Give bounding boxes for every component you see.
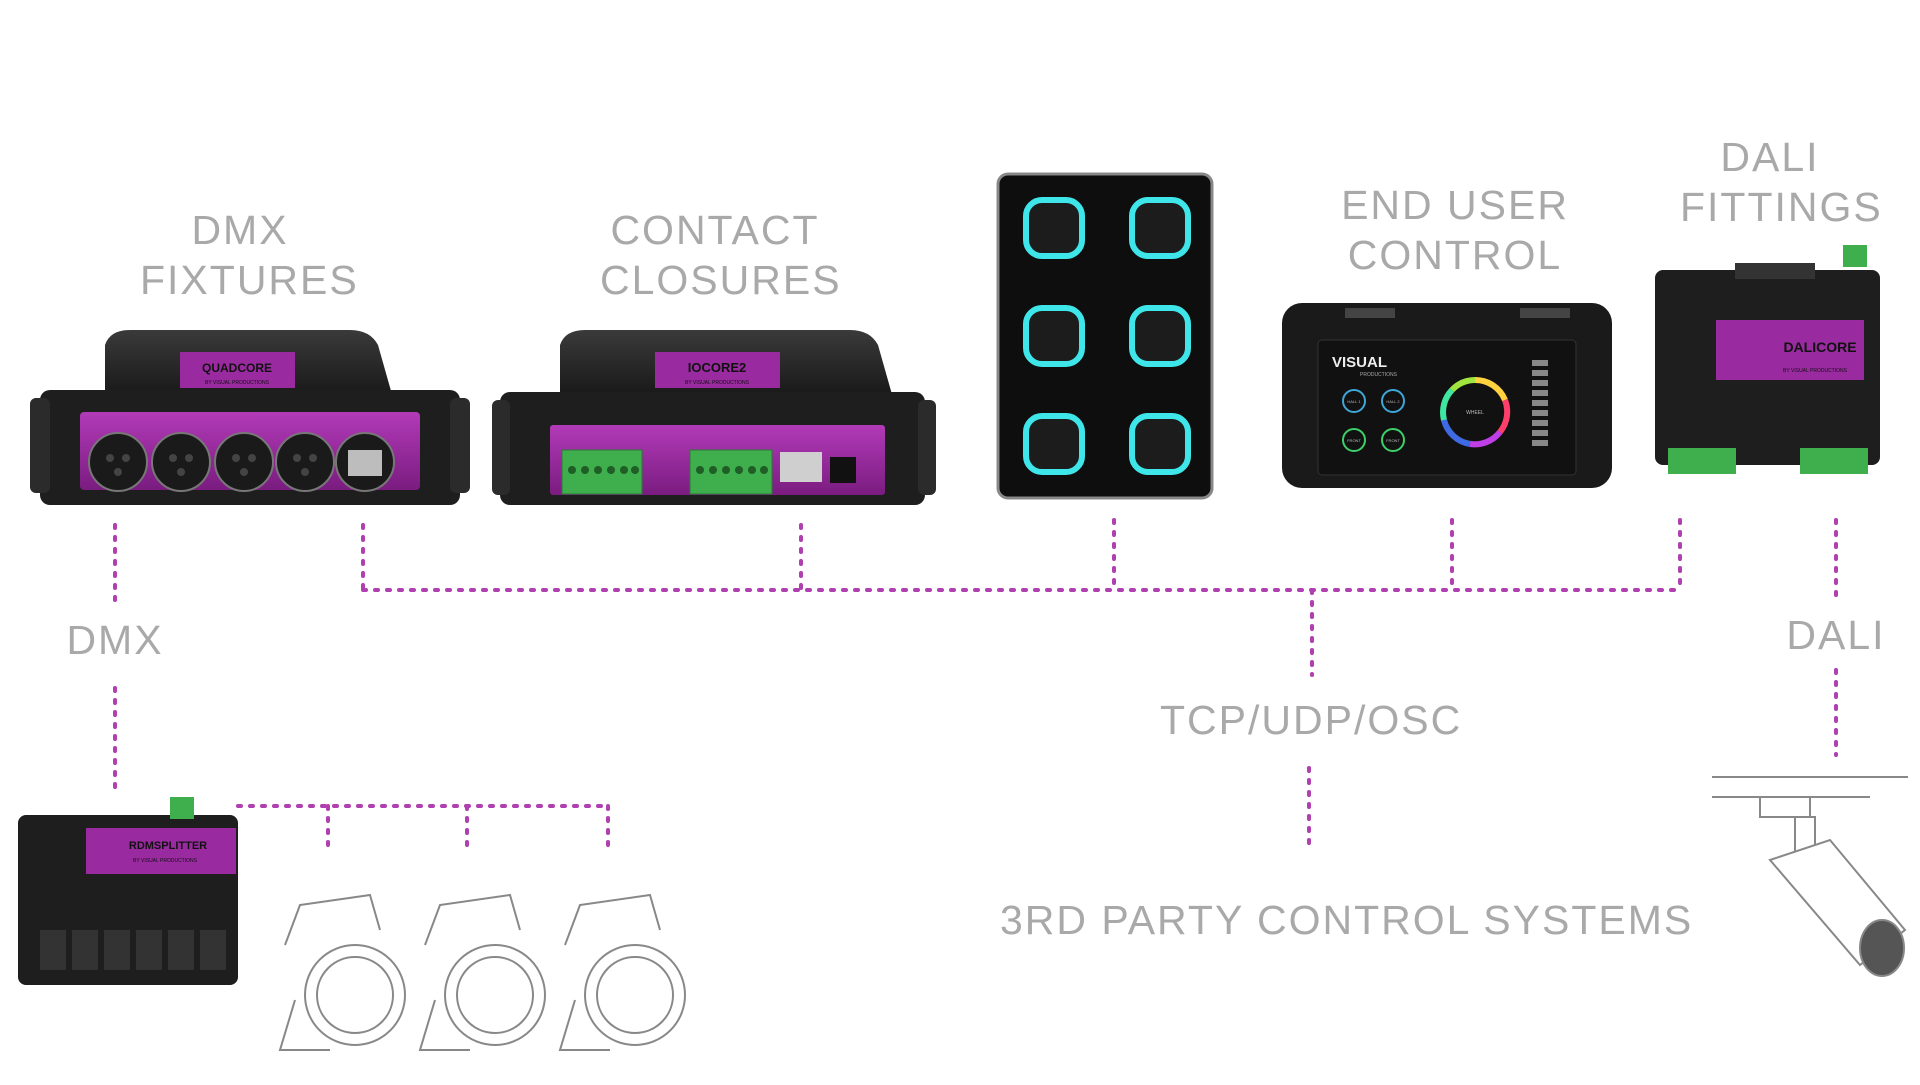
connector-lines <box>113 518 1838 852</box>
kiosc-logo-sub: PRODUCTIONS <box>1360 372 1398 378</box>
par-light-icon <box>418 893 546 1051</box>
rdmsplitter-device: RDMSPLITTER BY VISUAL PRODUCTIONS <box>18 797 238 985</box>
label-contact-closures-line1: CONTACT <box>610 207 820 253</box>
par-fixtures <box>278 893 686 1051</box>
dalicore-sub: BY VISUAL PRODUCTIONS <box>1783 368 1848 374</box>
label-end-user-control-line2: CONTROL <box>1347 232 1563 278</box>
power-jack-icon <box>830 457 856 483</box>
kiosc-btn-front-1: FRONT <box>1347 438 1361 443</box>
dali-track-spot <box>1712 776 1908 977</box>
kiosc-logo: VISUAL <box>1332 354 1387 371</box>
touch-buttons <box>1023 197 1191 475</box>
kiosc-wheel-label: WHEEL <box>1466 410 1484 416</box>
level-meter <box>1532 360 1548 446</box>
label-contact-closures: CONTACT CLOSURES <box>600 205 842 305</box>
xlr-ports <box>88 432 395 492</box>
label-dali-fittings: DALI FITTINGS <box>1680 132 1883 232</box>
touch-panel-device <box>996 172 1214 500</box>
iocore-device: IOCORE2 BY VISUAL PRODUCTIONS <box>492 330 936 505</box>
par-light-icon <box>278 893 406 1051</box>
label-contact-closures-line2: CLOSURES <box>600 257 842 303</box>
label-dali-fittings-line1: DALI <box>1720 134 1820 180</box>
kiosc-btn-hall1: HALL 1 <box>1347 399 1361 404</box>
label-dali: DALI <box>1786 612 1886 658</box>
ethernet-port-icon <box>780 452 822 482</box>
rdmsplitter-sub: BY VISUAL PRODUCTIONS <box>133 858 198 864</box>
quadcore-sub: BY VISUAL PRODUCTIONS <box>205 380 270 386</box>
label-end-user-control-line1: END USER <box>1341 182 1569 228</box>
label-end-user-control: END USER CONTROL <box>1340 180 1570 280</box>
quadcore-device: QUADCORE BY VISUAL PRODUCTIONS <box>30 330 470 505</box>
iocore-brand: IOCORE2 <box>688 360 747 375</box>
dalicore-brand: DALICORE <box>1783 339 1856 355</box>
dalicore-device: DALICORE BY VISUAL PRODUCTIONS <box>1655 245 1880 474</box>
label-3rd-party-control-systems: 3RD PARTY CONTROL SYSTEMS <box>1000 897 1694 943</box>
par-light-icon <box>558 893 686 1051</box>
label-dmx-fixtures-line2: FIXTURES <box>140 257 359 303</box>
color-wheel-icon <box>1440 376 1511 448</box>
ethernet-port-icon <box>348 450 382 476</box>
label-dmx-fixtures: DMX FIXTURES <box>140 205 359 305</box>
kiosc-device: VISUAL PRODUCTIONS HALL 1 HALL 2 FRONT F… <box>1282 303 1612 488</box>
kiosc-btn-front-2: FRONT <box>1386 438 1400 443</box>
label-dmx: DMX <box>66 617 164 663</box>
label-tcp-udp-osc: TCP/UDP/OSC <box>1160 697 1463 743</box>
kiosc-btn-hall2: HALL 2 <box>1386 399 1400 404</box>
terminal-blocks <box>561 449 773 495</box>
rdmsplitter-brand: RDMSPLITTER <box>129 840 207 852</box>
label-dmx-fixtures-line1: DMX <box>191 207 289 253</box>
kiosc-round-buttons <box>1342 389 1405 452</box>
label-dali-fittings-line2: FITTINGS <box>1680 184 1883 230</box>
quadcore-brand: QUADCORE <box>202 361 272 375</box>
iocore-sub: BY VISUAL PRODUCTIONS <box>685 380 750 386</box>
